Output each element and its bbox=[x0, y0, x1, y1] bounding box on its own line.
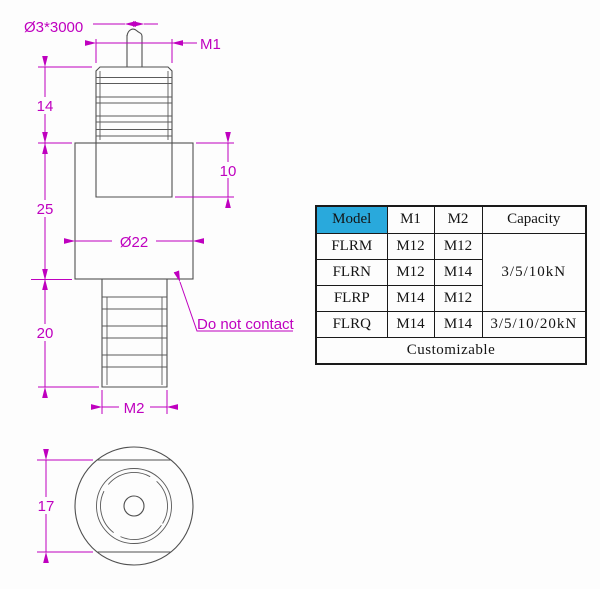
m1-label: M1 bbox=[200, 36, 221, 53]
cable-outline bbox=[126, 35, 143, 67]
front-view bbox=[74, 28, 194, 388]
bottom-view bbox=[74, 446, 194, 566]
m2-label: M2 bbox=[124, 400, 145, 417]
m2-cell: M12 bbox=[433, 284, 483, 312]
m2-cell: M14 bbox=[433, 310, 483, 338]
flat-chords bbox=[97, 459, 171, 553]
model-cell: FLRM bbox=[315, 232, 388, 260]
dim10-label: 10 bbox=[220, 163, 237, 180]
top-stud-outline bbox=[95, 66, 173, 143]
cable-break-curve bbox=[126, 28, 143, 37]
thread-minor-circle bbox=[100, 472, 168, 540]
warning-note-label: Do not contact bbox=[197, 316, 295, 333]
center-hole-circle bbox=[123, 495, 145, 517]
warning-leader-line bbox=[173, 270, 293, 332]
header-cell-m2: M2 bbox=[433, 205, 483, 234]
table-footer-row: Customizable bbox=[315, 336, 587, 364]
thread-major-circle bbox=[96, 468, 172, 544]
dia22-label: Ø22 bbox=[120, 234, 148, 251]
model-cell: FLRQ bbox=[315, 310, 388, 338]
model-cell: FLRN bbox=[315, 258, 388, 286]
header-cell-m1: M1 bbox=[386, 205, 435, 234]
dim14-label: 14 bbox=[37, 98, 54, 115]
m1-cell: M14 bbox=[386, 284, 435, 312]
header-cell-model: Model bbox=[315, 205, 388, 234]
m2-cell: M14 bbox=[433, 258, 483, 286]
bottom-stud-thread-roots bbox=[106, 297, 163, 385]
capacity-cell-group: 3/5/10kN bbox=[481, 232, 587, 312]
capacity-cell-flrq: 3/5/10/20kN bbox=[481, 310, 587, 338]
bottom-stud-outline bbox=[101, 279, 168, 388]
outer-circle bbox=[74, 446, 194, 566]
m1-cell: M12 bbox=[386, 258, 435, 286]
dim17-label: 17 bbox=[38, 498, 55, 515]
bottom-stud-thread-lines bbox=[102, 296, 167, 368]
dim25-label: 25 bbox=[37, 201, 54, 218]
table-row: FLRP M14 M12 bbox=[315, 284, 586, 312]
body-recess bbox=[95, 143, 173, 198]
spec-table-header-row: Model M1 M2 Capacity bbox=[315, 205, 587, 234]
m2-extension-lines bbox=[101, 390, 168, 414]
dim20-label: 20 bbox=[37, 325, 54, 342]
m1-cell: M12 bbox=[386, 232, 435, 260]
header-cell-capacity: Capacity bbox=[481, 205, 587, 234]
m1-cell: M14 bbox=[386, 310, 435, 338]
table-row: FLRM M12 M12 3/5/10kN bbox=[315, 232, 587, 312]
body-outline bbox=[74, 142, 194, 280]
top-stud-thread-lines bbox=[96, 77, 172, 137]
dimensions: Ø3*3000 M1 14 25 20 bbox=[24, 19, 295, 564]
spec-table: Model M1 M2 Capacity FLRM M12 M12 3/5/10… bbox=[315, 205, 587, 365]
cable-diameter-label: Ø3*3000 bbox=[24, 19, 83, 36]
customizable-cell: Customizable bbox=[315, 336, 587, 364]
top-stud-thread-roots bbox=[99, 71, 169, 140]
model-cell: FLRP bbox=[315, 284, 388, 312]
m2-cell: M12 bbox=[433, 232, 483, 260]
table-row: FLRQ M14 M14 3/5/10/20kN bbox=[315, 310, 587, 338]
